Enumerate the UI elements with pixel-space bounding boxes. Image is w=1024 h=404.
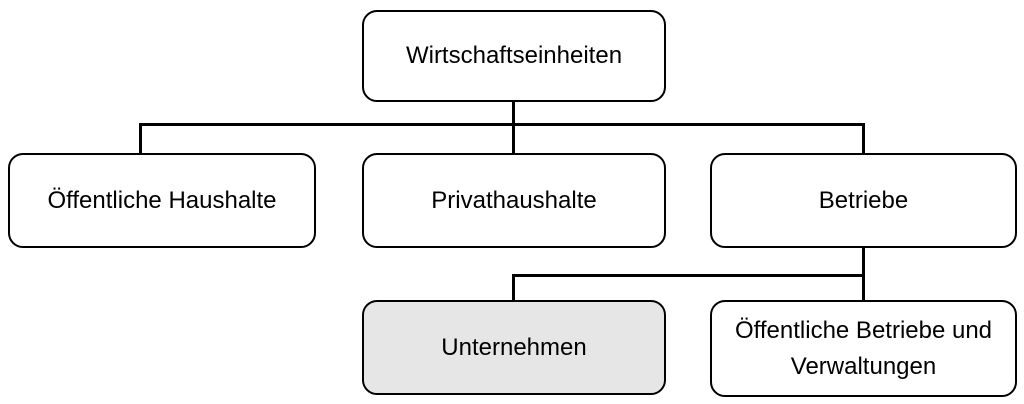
connector-level2-horizontal bbox=[139, 123, 865, 126]
node-oeffentliche-betriebe-label: Öffentliche Betriebe und Verwaltungen bbox=[734, 316, 993, 380]
node-wirtschaftseinheiten-label: Wirtschaftseinheiten bbox=[405, 42, 623, 69]
node-unternehmen-label: Unternehmen bbox=[441, 333, 587, 361]
connector-root-stem bbox=[512, 100, 515, 125]
node-oeffentliche-haushalte: Öffentliche Haushalte bbox=[8, 153, 316, 248]
node-betriebe: Betriebe bbox=[710, 153, 1017, 248]
node-unternehmen: Unternehmen bbox=[362, 300, 666, 395]
node-privathaushalte-label: Privathaushalte bbox=[431, 186, 597, 214]
node-privathaushalte: Privathaushalte bbox=[362, 153, 666, 248]
connector-to-oeffentliche-haushalte bbox=[139, 125, 142, 154]
node-betriebe-label: Betriebe bbox=[818, 186, 909, 214]
connector-to-betriebe bbox=[862, 125, 865, 154]
connector-to-unternehmen bbox=[512, 276, 515, 301]
connector-to-oeffentliche-betriebe bbox=[862, 276, 865, 301]
node-wirtschaftseinheiten: Wirtschaftseinheiten bbox=[362, 10, 666, 102]
node-oeffentliche-betriebe-und-verwaltungen: Öffentliche Betriebe und Verwaltungen bbox=[710, 300, 1017, 397]
connector-to-privathaushalte bbox=[512, 125, 515, 154]
node-oeffentliche-haushalte-label: Öffentliche Haushalte bbox=[47, 186, 277, 214]
connector-level3-horizontal bbox=[512, 274, 865, 277]
connector-betriebe-stem bbox=[862, 246, 865, 275]
